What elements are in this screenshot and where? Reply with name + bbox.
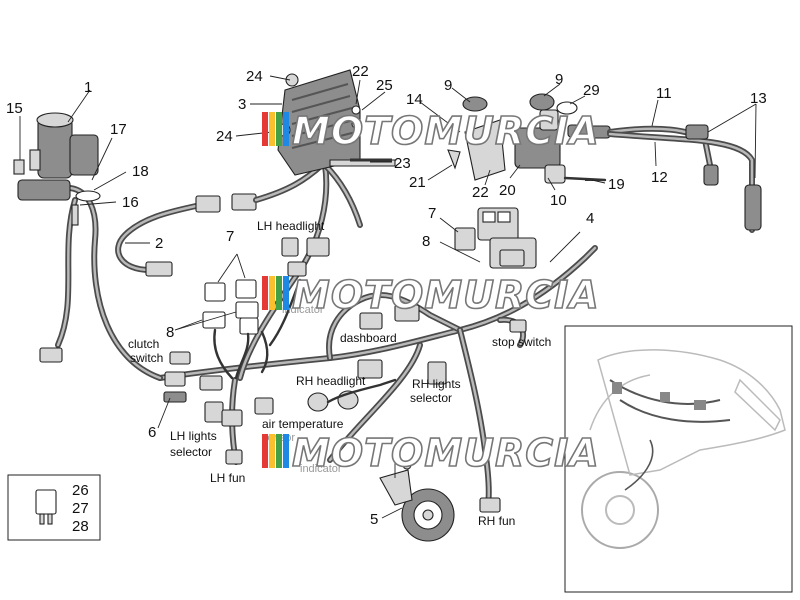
label-rh-fun: RH fun xyxy=(478,514,515,528)
watermark-middle: MOTOMURCIA xyxy=(262,272,600,318)
callout-15: 15 xyxy=(6,100,23,117)
label-lh-fun: LH fun xyxy=(210,471,245,485)
label-dashboard: dashboard xyxy=(340,331,397,345)
fasteners xyxy=(350,105,605,181)
label-indicator-2: indicator xyxy=(300,463,342,475)
motorcycle-inset xyxy=(564,325,793,593)
callout-12: 12 xyxy=(651,169,668,186)
horn xyxy=(379,460,455,542)
callout-24b: 24 xyxy=(216,128,233,145)
callout-7b: 7 xyxy=(428,205,436,222)
callout-numbers: 1 15 17 18 16 2 24 3 24 22 25 23 14 9 9 … xyxy=(6,63,767,528)
callout-19: 19 xyxy=(608,176,625,193)
text-labels: LH headlight clutch switch dashboard sto… xyxy=(128,219,551,528)
callout-16: 16 xyxy=(122,194,139,211)
callout-29: 29 xyxy=(583,82,600,99)
callout-6: 6 xyxy=(148,424,156,441)
callout-8a: 8 xyxy=(166,324,174,341)
watermark-stripe xyxy=(283,112,289,146)
callout-2: 2 xyxy=(155,235,163,252)
harness-part-2 xyxy=(115,162,363,277)
leader-lines xyxy=(19,75,757,519)
watermark-text: MOTOMURCIA xyxy=(292,431,600,475)
watermark-stripe xyxy=(276,434,282,468)
callout-22b: 22 xyxy=(472,184,489,201)
watermark-stripe xyxy=(276,112,282,146)
watermark-stripe xyxy=(269,112,275,146)
callout-9b: 9 xyxy=(555,71,563,88)
label-lh-selector: selector xyxy=(170,445,212,459)
rh-headlight-connectors xyxy=(307,304,527,513)
callout-24a: 24 xyxy=(246,68,263,85)
callout-26: 26 xyxy=(72,482,89,499)
callout-10: 10 xyxy=(550,192,567,209)
label-rh-lights: RH lights xyxy=(412,377,461,391)
callout-23: 23 xyxy=(394,155,411,172)
label-switch: switch xyxy=(130,351,163,365)
relay-bracket-group xyxy=(447,93,607,184)
label-air-temperature: air temperature xyxy=(262,417,344,431)
callout-8b: 8 xyxy=(422,233,430,250)
callout-18: 18 xyxy=(132,163,149,180)
watermark-stripe xyxy=(262,434,268,468)
callout-17: 17 xyxy=(110,121,127,138)
watermark-text: MOTOMURCIA xyxy=(292,273,600,317)
callout-4: 4 xyxy=(586,210,594,227)
callout-9a: 9 xyxy=(444,77,452,94)
fuse-holder xyxy=(454,207,537,269)
watermark-stripe xyxy=(269,434,275,468)
watermark-stripe xyxy=(283,276,289,310)
label-rh-headlight: RH headlight xyxy=(296,374,366,388)
callout-11: 11 xyxy=(656,85,672,102)
callout-25: 25 xyxy=(376,77,393,94)
watermark-stripe xyxy=(262,112,268,146)
callout-27: 27 xyxy=(72,500,89,517)
callout-22a: 22 xyxy=(352,63,369,80)
watermark-stripe xyxy=(262,276,268,310)
label-clutch: clutch xyxy=(128,337,159,351)
callout-3: 3 xyxy=(238,96,246,113)
callout-1: 1 xyxy=(84,79,92,96)
watermark-text: MOTOMURCIA xyxy=(292,109,600,153)
watermark-top: MOTOMURCIA xyxy=(262,108,600,154)
callout-13: 13 xyxy=(750,90,767,107)
watermark-stripe xyxy=(283,434,289,468)
callout-20: 20 xyxy=(499,182,516,199)
callout-5: 5 xyxy=(370,511,378,528)
left-connectors xyxy=(39,347,274,465)
watermark-bottom: MOTOMURCIA xyxy=(262,430,600,476)
callout-14: 14 xyxy=(406,91,423,108)
label-indicator-1: indicator xyxy=(282,304,324,316)
label-lh-lights: LH lights xyxy=(170,429,217,443)
ignition-switch xyxy=(13,112,101,226)
label-stop-switch: stop switch xyxy=(492,335,551,349)
watermark-stripe xyxy=(276,276,282,310)
label-lh-headlight: LH headlight xyxy=(257,219,325,233)
fuse-inset: 26 27 28 xyxy=(7,474,101,541)
relays-left xyxy=(202,237,330,380)
callout-7a: 7 xyxy=(226,228,234,245)
watermark-stripe xyxy=(269,276,275,310)
callout-28: 28 xyxy=(72,518,89,535)
callout-21: 21 xyxy=(409,174,426,191)
spark-plug-leads xyxy=(567,124,762,233)
label-rh-selector: selector xyxy=(410,391,452,405)
